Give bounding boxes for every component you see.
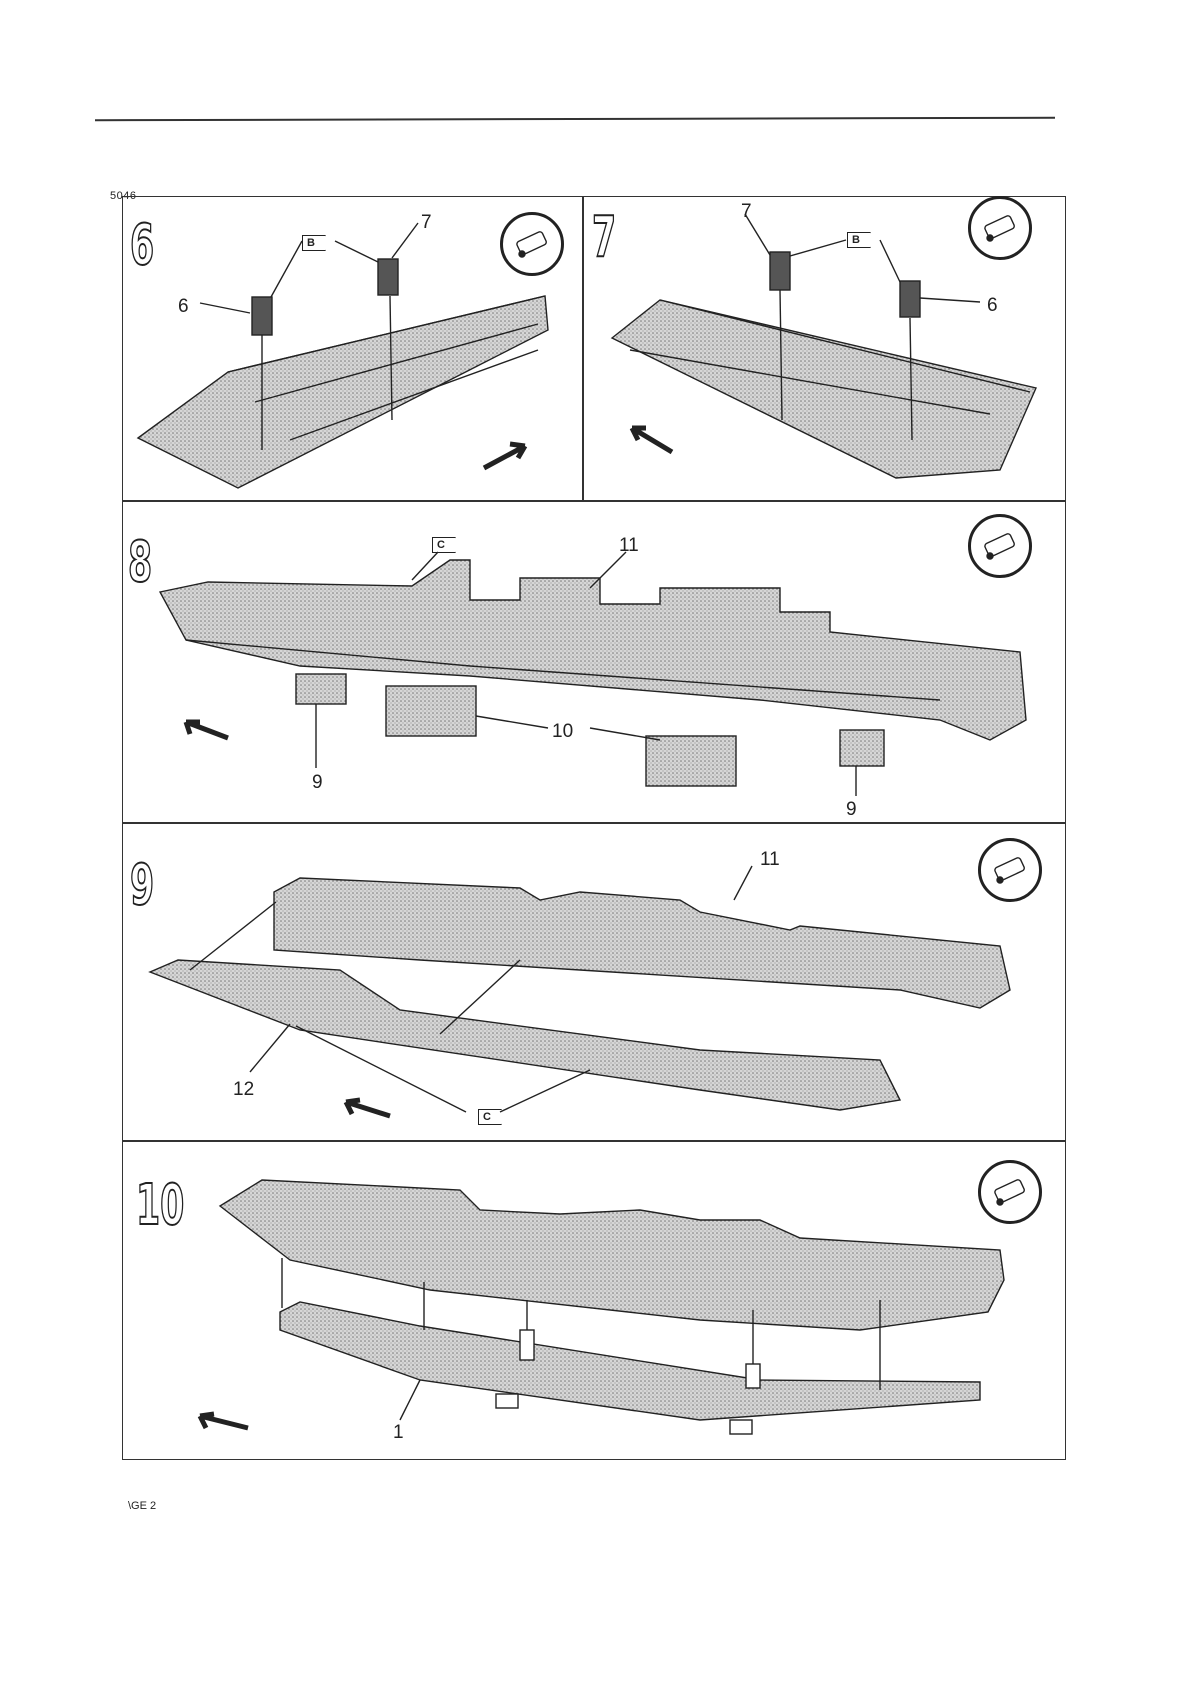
- part-7: [378, 259, 398, 295]
- part-9: [840, 730, 884, 766]
- part-10: [646, 736, 736, 786]
- part-10: [386, 686, 476, 736]
- part-7: [770, 252, 790, 290]
- part-9: [296, 674, 346, 704]
- part-6: [252, 297, 272, 335]
- part-6: [900, 281, 920, 317]
